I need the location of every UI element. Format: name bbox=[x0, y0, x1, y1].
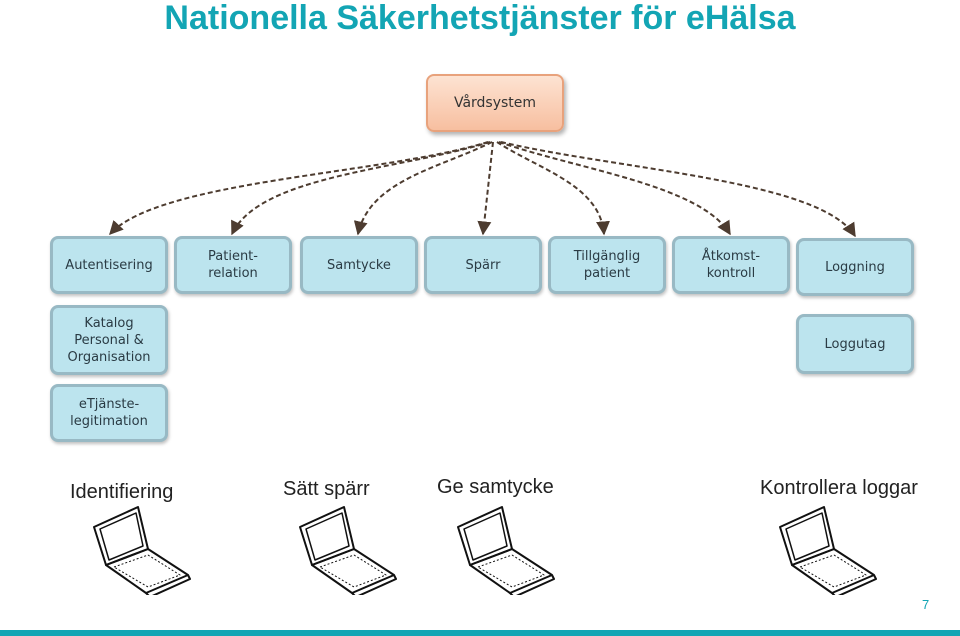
laptop-icon bbox=[299, 506, 397, 595]
service-tillganglig-patient: Tillgänglig patient bbox=[548, 236, 666, 294]
support-label: Loggutag bbox=[824, 336, 886, 352]
service-label: Samtycke bbox=[327, 257, 391, 273]
support-label: Katalog Personal & Organisation bbox=[67, 315, 151, 365]
page-title: Nationella Säkerhetstjänster för eHälsa bbox=[164, 0, 796, 37]
support-loggutag: Loggutag bbox=[796, 314, 914, 374]
action-kontrollera-loggar: Kontrollera loggar bbox=[760, 477, 918, 499]
laptop-icon bbox=[93, 506, 191, 595]
root-label: Vårdsystem bbox=[453, 95, 537, 111]
connector-samtycke bbox=[353, 141, 493, 236]
root-node-vardsystem: Vårdsystem bbox=[426, 74, 564, 132]
connector-atkomst bbox=[498, 141, 731, 236]
service-label: Tillgänglig patient bbox=[573, 249, 641, 281]
service-label: Autentisering bbox=[65, 257, 153, 273]
connector-patientrelation bbox=[231, 141, 491, 236]
connector-tillganglig bbox=[496, 141, 610, 236]
laptop-icon bbox=[779, 506, 877, 595]
service-samtycke: Samtycke bbox=[300, 236, 418, 294]
service-atkomstkontroll: Åtkomst- kontroll bbox=[672, 236, 790, 294]
service-label: Patient- relation bbox=[208, 249, 258, 281]
service-patientrelation: Patient- relation bbox=[174, 236, 292, 294]
service-label: Loggning bbox=[825, 259, 885, 275]
support-etjanstelegitimation: eTjänste- legitimation bbox=[50, 384, 168, 442]
footer-bar bbox=[0, 630, 960, 636]
connector-sparr bbox=[477, 141, 494, 236]
action-ge-samtycke: Ge samtycke bbox=[437, 476, 554, 498]
connector-loggning bbox=[500, 141, 856, 238]
support-label: eTjänste- legitimation bbox=[70, 397, 148, 429]
service-label: Spärr bbox=[465, 257, 501, 273]
laptop-icon bbox=[457, 506, 555, 595]
service-sparr: Spärr bbox=[424, 236, 542, 294]
connector-autentisering bbox=[109, 141, 489, 236]
page-number: 7 bbox=[922, 597, 930, 612]
service-label: Åtkomst- kontroll bbox=[701, 249, 761, 281]
service-loggning: Loggning bbox=[796, 238, 914, 296]
support-katalog: Katalog Personal & Organisation bbox=[50, 305, 168, 375]
service-autentisering: Autentisering bbox=[50, 236, 168, 294]
action-satt-sparr: Sätt spärr bbox=[283, 478, 370, 500]
action-identifiering: Identifiering bbox=[70, 481, 174, 503]
